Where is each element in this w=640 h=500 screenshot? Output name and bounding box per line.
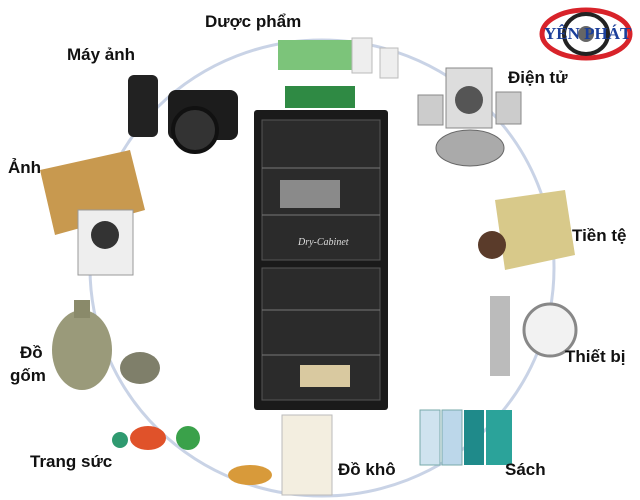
currency-image xyxy=(478,190,575,270)
dry-goods-image xyxy=(228,414,333,496)
label-dry-goods: Đồ khô xyxy=(338,460,396,479)
logo xyxy=(539,7,633,61)
cabinet-brand: Dry-Cabinet xyxy=(297,237,349,248)
label-instruments: Thiết bị xyxy=(565,347,626,366)
label-camera: Máy ảnh xyxy=(67,45,136,64)
label-photos: Ảnh xyxy=(8,158,42,177)
label-pottery-line1: Đồ xyxy=(20,343,43,362)
pottery-image xyxy=(52,300,160,390)
label-pottery-line2: gốm xyxy=(10,366,46,385)
medicine-image xyxy=(278,37,399,108)
label-jewelry: Trang sức xyxy=(30,452,113,471)
books-image xyxy=(419,409,512,466)
label-pharmaceuticals: Dược phẩm xyxy=(205,12,302,31)
logo-text: YÊN PHÁT xyxy=(544,24,632,43)
label-currency: Tiền tệ xyxy=(572,226,627,245)
electronics-image xyxy=(417,67,522,167)
label-books: Sách xyxy=(505,460,546,479)
camera-image xyxy=(128,75,238,154)
instrument-image xyxy=(490,296,578,376)
photo-image xyxy=(40,150,145,276)
dry-cabinet: Dry-Cabinet xyxy=(254,110,388,410)
jewelry-image xyxy=(112,426,200,450)
label-electronics: Điện tử xyxy=(508,68,568,87)
